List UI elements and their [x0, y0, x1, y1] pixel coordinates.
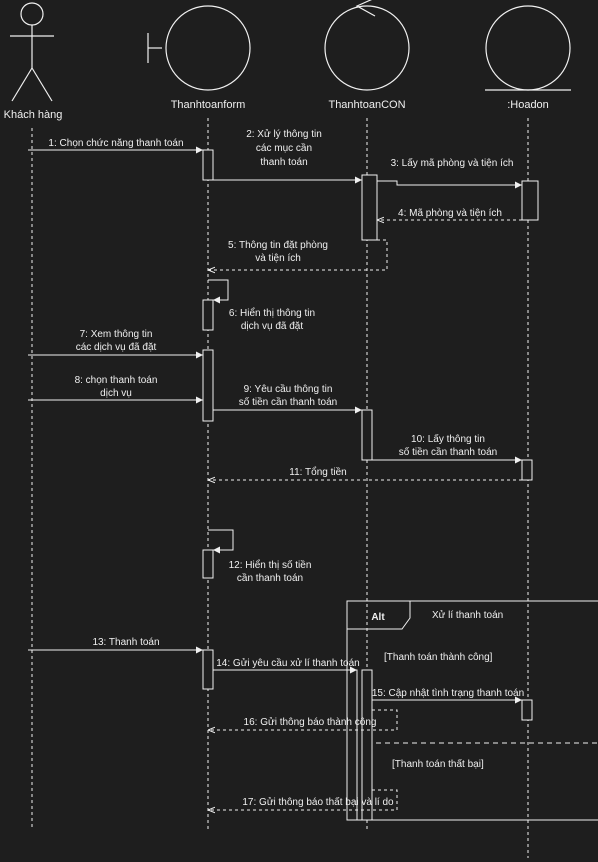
- message-label-7-line: 7: Xem thông tin: [80, 329, 153, 340]
- message-arrow-5: [208, 239, 388, 270]
- activation-form-3: [202, 349, 214, 422]
- message-label-11: 11: Tổng tiền: [289, 466, 346, 478]
- activation-form-5: [202, 649, 214, 690]
- message-label-12-line: cần thanh toán: [237, 572, 303, 584]
- message-label-8-line: 8: chọn thanh toán: [75, 375, 158, 386]
- activation-form-4: [202, 549, 214, 579]
- message-label-4-line: 4: Mã phòng và tiện ích: [398, 208, 502, 219]
- message-label-5-line: 5: Thông tin đặt phòng: [228, 240, 328, 251]
- message-label-6: 6: Hiển thị thông tin dịch vụ đã đặt: [229, 307, 315, 332]
- activation-hoadon-3: [521, 699, 533, 721]
- message-label-2-line: 2: Xử lý thông tin: [246, 128, 322, 140]
- message-label-16-line: 16: Gửi thông báo thành công: [244, 716, 377, 728]
- message-label-10-line: 10: Lấy thông tin: [411, 433, 485, 445]
- message-label-4: 4: Mã phòng và tiện ích: [398, 208, 502, 219]
- message-label-14-line: 14: Gửi yêu cầu xử lí thanh toán: [216, 657, 359, 669]
- entity-icon: [485, 5, 571, 91]
- message-label-2-line: thanh toán: [260, 157, 307, 168]
- message-label-14: 14: Gửi yêu cầu xử lí thanh toán: [216, 657, 359, 669]
- message-arrow-16: [208, 709, 398, 730]
- activation-hoadon-1: [521, 180, 539, 221]
- message-label-2-line: các mục cần: [256, 142, 312, 154]
- activation-form-2: [202, 299, 214, 331]
- message-label-9-line: 9: Yêu cầu thông tin: [244, 383, 333, 395]
- message-label-9-line: số tiền cần thanh toán: [239, 396, 337, 408]
- message-label-3: 3: Lấy mã phòng và tiện ích: [391, 157, 514, 169]
- message-label-16: 16: Gửi thông báo thành công: [244, 716, 377, 728]
- message-label-11-line: 11: Tổng tiền: [289, 466, 346, 478]
- message-label-15-line: 15: Cập nhật tình trạng thanh toán: [372, 688, 524, 699]
- message-label-13-line: 13: Thanh toán: [92, 637, 159, 648]
- message-label-1: 1: Chọn chức năng thanh toán: [48, 138, 183, 149]
- message-arrow-3: [377, 180, 522, 189]
- message-label-8-line: dịch vụ: [100, 388, 132, 399]
- activation-hoadon-2: [521, 459, 533, 481]
- message-arrow-12: [208, 529, 234, 554]
- message-label-8: 8: chọn thanh toán dịch vụ: [75, 375, 158, 399]
- activation-con-4: [361, 669, 373, 821]
- message-label-6-line: 6: Hiển thị thông tin: [229, 307, 315, 319]
- boundary-icon: [147, 5, 251, 91]
- message-label-5: 5: Thông tin đặt phòng và tiện ích: [228, 240, 328, 264]
- participant-label-hoadon: :Hoadon: [507, 99, 549, 111]
- alt-guard-failure: [Thanh toán thất bại]: [392, 758, 484, 770]
- message-label-5-line: và tiện ích: [255, 253, 301, 264]
- message-label-1-line: 1: Chọn chức năng thanh toán: [48, 138, 183, 149]
- activation-form-1: [202, 149, 214, 181]
- control-icon: [324, 0, 410, 91]
- alt-guard-success: [Thanh toán thành công]: [384, 652, 493, 663]
- alt-title: Xử lí thanh toán: [432, 609, 503, 621]
- message-label-2: 2: Xử lý thông tin các mục cần thanh toán: [246, 128, 322, 168]
- message-label-10-line: số tiền cần thanh toán: [399, 446, 497, 458]
- participant-label-con: ThanhtoanCON: [328, 99, 405, 111]
- participant-label-actor: Khách hàng: [4, 109, 63, 121]
- message-label-6-line: dịch vụ đã đặt: [241, 321, 303, 332]
- message-label-12-line: 12: Hiển thị số tiền: [229, 559, 312, 571]
- message-label-17: 17: Gửi thông báo thất bại và lí do: [242, 796, 394, 808]
- message-arrow-17: [208, 789, 398, 810]
- activation-con-2: [361, 409, 373, 461]
- message-label-17-line: 17: Gửi thông báo thất bại và lí do: [242, 796, 394, 808]
- message-label-7-line: các dịch vụ đã đặt: [76, 342, 157, 353]
- alt-operator: Alt: [371, 612, 385, 623]
- message-label-15: 15: Cập nhật tình trạng thanh toán: [372, 688, 524, 699]
- participant-label-form: Thanhtoanform: [171, 99, 246, 111]
- message-label-7: 7: Xem thông tin các dịch vụ đã đặt: [76, 329, 157, 353]
- activation-con-1: [361, 174, 378, 241]
- message-labels: 1: Chọn chức năng thanh toán 2: Xử lý thô…: [48, 128, 524, 808]
- message-arrow-6: [208, 279, 229, 304]
- message-label-13: 13: Thanh toán: [92, 637, 159, 648]
- actor-stick-figure-icon: [10, 2, 54, 102]
- message-label-3-line: 3: Lấy mã phòng và tiện ích: [391, 157, 514, 169]
